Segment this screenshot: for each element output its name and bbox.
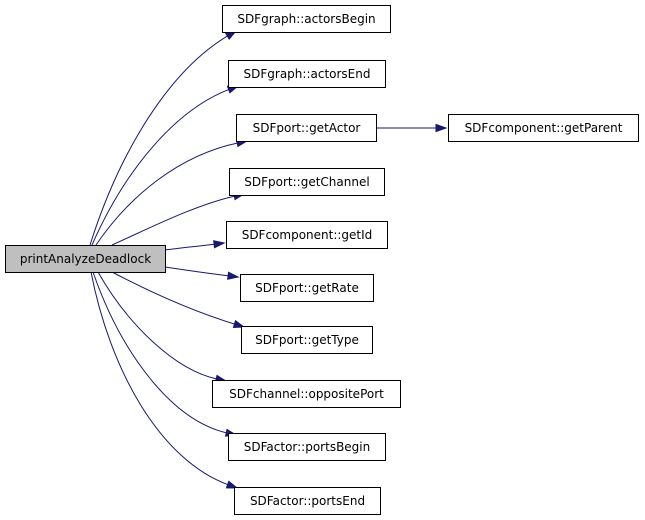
node-root[interactable]: printAnalyzeDeadlock [5, 245, 166, 273]
edge-root-to-actorsEnd [91, 88, 230, 246]
edge-root-to-oppositePort [97, 271, 218, 380]
node-box [228, 433, 386, 461]
node-box [236, 114, 377, 142]
node-box [226, 221, 388, 249]
node-box [212, 380, 401, 408]
node-portsEnd[interactable]: SDFactor::portsEnd [234, 487, 381, 515]
node-box [448, 114, 639, 142]
node-getActor[interactable]: SDFport::getActor [236, 114, 377, 142]
node-portsBegin[interactable]: SDFactor::portsBegin [228, 433, 386, 461]
node-getChannel[interactable]: SDFport::getChannel [229, 168, 385, 196]
arrowhead-getType [232, 319, 246, 328]
node-box [240, 274, 374, 302]
node-label: SDFgraph::actorsEnd [244, 67, 371, 81]
edge-root-to-portsBegin [92, 271, 228, 434]
edge-root-to-getType [111, 271, 236, 325]
node-box [234, 487, 381, 515]
node-getType[interactable]: SDFport::getType [241, 326, 373, 354]
node-getParent[interactable]: SDFcomponent::getParent [448, 114, 639, 142]
node-label: SDFport::getActor [253, 121, 361, 135]
node-box [229, 168, 385, 196]
edge-root-to-getId [164, 243, 216, 251]
arrowhead-getId [213, 240, 226, 249]
node-label: SDFgraph::actorsBegin [237, 12, 375, 26]
arrowhead-getParent [435, 123, 448, 133]
edge-root-to-getRate [164, 266, 230, 277]
node-oppositePort[interactable]: SDFchannel::oppositePort [212, 380, 401, 408]
node-box [222, 5, 391, 33]
arrowhead-getRate [227, 271, 240, 280]
edge-root-to-portsEnd [90, 271, 229, 486]
node-box [228, 60, 386, 88]
edge-root-to-getActor [95, 142, 239, 246]
node-label: SDFactor::portsBegin [244, 440, 371, 454]
node-label: SDFport::getType [255, 333, 359, 347]
node-actorsBegin[interactable]: SDFgraph::actorsBegin [222, 5, 391, 33]
arrowhead-portsEnd [225, 480, 239, 489]
node-box [5, 245, 166, 273]
node-label: SDFchannel::oppositePort [229, 387, 384, 401]
node-label: SDFactor::portsEnd [250, 494, 365, 508]
node-label: SDFport::getRate [255, 281, 359, 295]
node-label: SDFcomponent::getId [242, 228, 373, 242]
node-getRate[interactable]: SDFport::getRate [240, 274, 374, 302]
edge-root-to-actorsBegin [89, 35, 229, 246]
node-box [241, 326, 373, 354]
node-getId[interactable]: SDFcomponent::getId [226, 221, 388, 249]
node-label: SDFport::getChannel [244, 175, 369, 189]
node-actorsEnd[interactable]: SDFgraph::actorsEnd [228, 60, 386, 88]
edge-root-to-getChannel [111, 195, 236, 246]
node-label: SDFcomponent::getParent [465, 121, 623, 135]
nodes-layer: printAnalyzeDeadlock SDFgraph::actorsBegi… [5, 5, 639, 515]
node-label: printAnalyzeDeadlock [20, 252, 151, 266]
